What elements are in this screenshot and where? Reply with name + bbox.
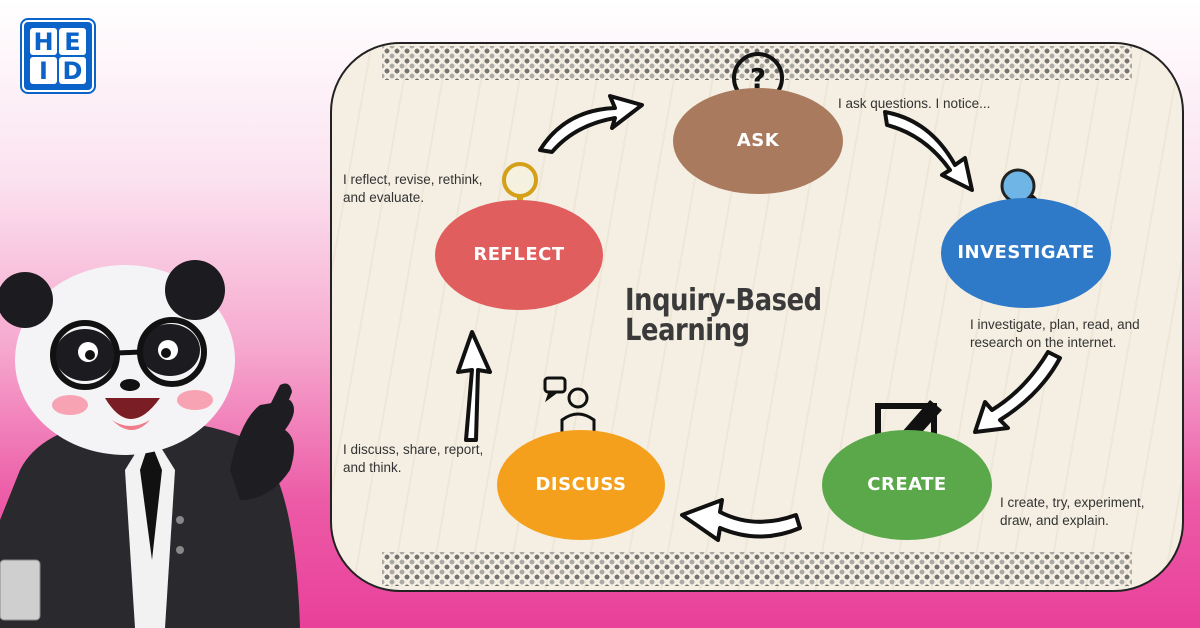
node-discuss: DISCUSS xyxy=(497,430,665,540)
arrow-discuss-to-reflect xyxy=(456,330,492,442)
node-investigate: INVESTIGATE xyxy=(941,198,1111,308)
arrow-investigate-to-create xyxy=(973,350,1062,434)
description-reflect: I reflect, revise, rethink, and evaluate… xyxy=(343,172,483,206)
arrow-reflect-to-ask xyxy=(538,94,644,154)
description-ask: I ask questions. I notice... xyxy=(838,96,991,111)
svg-text:?: ? xyxy=(750,62,766,95)
logo-letter: E xyxy=(59,28,86,55)
arrow-create-to-discuss xyxy=(680,498,802,542)
description-discuss: I discuss, share, report, and think. xyxy=(343,442,484,476)
node-create: CREATE xyxy=(822,430,992,540)
logo-letter: I xyxy=(30,57,57,84)
dotted-border-top xyxy=(382,46,1132,80)
panda-mascot-illustration xyxy=(0,260,300,628)
description-investigate: I investigate, plan, read, and research … xyxy=(970,317,1140,351)
logo-letter: H xyxy=(30,28,57,55)
person-speech-icon xyxy=(543,376,596,440)
diagram-title: Inquiry-Based Learning xyxy=(625,283,822,348)
logo-letter: D xyxy=(59,57,86,84)
node-reflect: REFLECT xyxy=(435,200,603,310)
arrow-ask-to-investigate xyxy=(883,110,974,192)
dotted-border-bottom xyxy=(382,552,1132,586)
site-logo[interactable]: H E I D xyxy=(22,20,94,92)
node-ask: ASK xyxy=(673,88,843,194)
description-create: I create, try, experiment, draw, and exp… xyxy=(1000,495,1145,529)
